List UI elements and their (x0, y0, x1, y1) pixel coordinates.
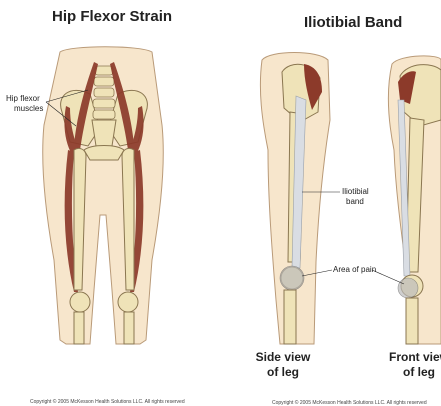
left-copyright: Copyright © 2005 McKesson Health Solutio… (30, 399, 185, 405)
hip-flexor-label-line1: Hip flexor (6, 94, 43, 104)
side-view-leg-figure (260, 53, 330, 345)
band-label-line2: band (342, 197, 369, 207)
iliotibial-title: Iliotibial Band (304, 14, 402, 31)
hip-flexor-figure (43, 47, 164, 344)
front-pain-area (398, 278, 418, 298)
right-copyright: Copyright © 2005 McKesson Health Solutio… (272, 400, 427, 406)
side-pain-area (280, 266, 304, 290)
side-view-line1: Side view (248, 350, 318, 365)
area-of-pain-label: Area of pain (333, 265, 376, 275)
right-tibia (124, 312, 134, 344)
side-tibia (284, 290, 296, 344)
hip-flexor-label-line2: muscles (6, 104, 43, 114)
side-view-caption: Side view of leg (248, 350, 318, 380)
front-view-leg-figure (388, 56, 441, 344)
side-view-line2: of leg (248, 365, 318, 380)
lumbar-spine (93, 66, 115, 119)
left-tibia (74, 312, 84, 344)
front-view-caption: Front view of leg (384, 350, 441, 380)
sacrum-bone (92, 120, 116, 146)
right-knee (118, 292, 138, 312)
hip-flexor-title: Hip Flexor Strain (52, 8, 172, 25)
band-label-line1: Iliotibial (342, 187, 369, 197)
hip-flexor-label: Hip flexor muscles (6, 94, 43, 114)
front-view-line1: Front view (384, 350, 441, 365)
pubic-bone (84, 146, 124, 161)
front-view-line2: of leg (384, 365, 441, 380)
iliotibial-band-label: Iliotibial band (342, 187, 369, 207)
left-knee (70, 292, 90, 312)
front-tibia (406, 298, 418, 344)
